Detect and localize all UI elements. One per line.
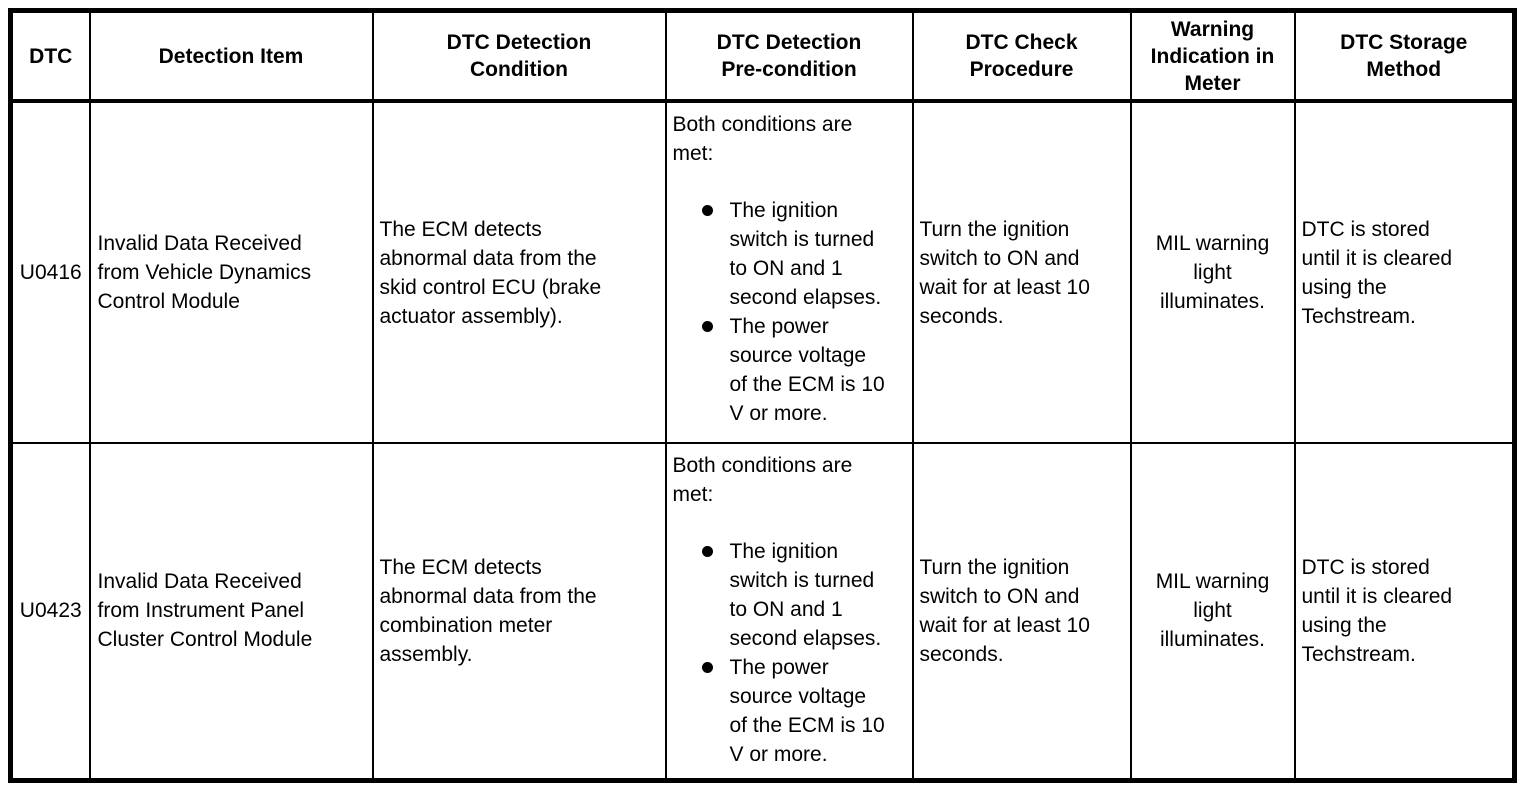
header-label-line: DTC Storage bbox=[1340, 31, 1468, 54]
storage-method-text: DTC is stored until it is cleared using … bbox=[1301, 555, 1453, 666]
pre-condition-list: The ignition switch is turned to ON and … bbox=[673, 196, 908, 428]
header-label-line: Detection Item bbox=[158, 44, 304, 68]
warning-indication-cell: MIL warning light illuminates. bbox=[1129, 442, 1296, 781]
header-label-line: DTC bbox=[29, 44, 73, 68]
detection-condition-cell: The ECM detects abnormal data from the c… bbox=[371, 442, 667, 781]
dtc-table: DTC Detection Item DTC Detection Conditi… bbox=[8, 8, 1517, 783]
check-procedure-text: Turn the ignition switch to ON and wait … bbox=[919, 217, 1090, 328]
list-item: The ignition switch is turned to ON and … bbox=[701, 537, 888, 653]
header-label-line: DTC Check bbox=[965, 31, 1078, 54]
header-label-line: Procedure bbox=[969, 58, 1074, 81]
header-label-line: Condition bbox=[470, 58, 568, 81]
header-label-line: Pre-condition bbox=[721, 58, 857, 81]
bullet-icon bbox=[701, 321, 713, 332]
pre-condition-bullet-text: The ignition switch is turned to ON and … bbox=[729, 540, 882, 650]
pre-condition-cell: Both conditions are met: The ignition sw… bbox=[664, 100, 914, 444]
warning-indication-cell: MIL warning light illuminates. bbox=[1129, 100, 1296, 444]
dtc-code: U0423 bbox=[19, 599, 82, 623]
check-procedure-cell: Turn the ignition switch to ON and wait … bbox=[911, 100, 1132, 444]
bullet-icon bbox=[701, 662, 713, 673]
header-label-line: DTC Detection bbox=[446, 31, 592, 54]
check-procedure-text: Turn the ignition switch to ON and wait … bbox=[919, 555, 1090, 666]
dtc-code-cell: U0423 bbox=[9, 442, 91, 781]
list-item: The power source voltage of the ECM is 1… bbox=[701, 653, 888, 769]
header-label-line: Warning bbox=[1170, 17, 1255, 41]
warning-indication-text: MIL warning light illuminates. bbox=[1155, 570, 1270, 652]
bullet-icon bbox=[701, 205, 713, 216]
list-item: The power source voltage of the ECM is 1… bbox=[701, 312, 888, 428]
storage-method-text: DTC is stored until it is cleared using … bbox=[1301, 217, 1453, 328]
detection-item-text: Invalid Data Received from Instrument Pa… bbox=[97, 570, 313, 652]
table-row-u0423: U0423 Invalid Data Received from Instrum… bbox=[9, 442, 1516, 781]
header-label-line: Meter bbox=[1184, 71, 1241, 95]
pre-condition-list: The ignition switch is turned to ON and … bbox=[673, 537, 908, 769]
list-item: The ignition switch is turned to ON and … bbox=[701, 196, 888, 312]
header-detection-item: Detection Item bbox=[88, 9, 374, 103]
header-row: DTC Detection Item DTC Detection Conditi… bbox=[9, 9, 1516, 103]
header-warning-indication-in-meter: Warning Indication in Meter bbox=[1129, 9, 1296, 103]
pre-condition-bullet-text: The power source voltage of the ECM is 1… bbox=[729, 656, 885, 766]
header-label-line: Method bbox=[1366, 58, 1442, 81]
pre-condition-bullet-text: The power source voltage of the ECM is 1… bbox=[729, 315, 885, 425]
pre-condition-intro: Both conditions are met: bbox=[672, 113, 853, 165]
header-dtc-check-procedure: DTC Check Procedure bbox=[911, 9, 1132, 103]
pre-condition-bullet-text: The ignition switch is turned to ON and … bbox=[729, 199, 882, 309]
pre-condition-intro: Both conditions are met: bbox=[672, 454, 853, 506]
detection-item-cell: Invalid Data Received from Vehicle Dynam… bbox=[88, 100, 374, 444]
detection-condition-text: The ECM detects abnormal data from the c… bbox=[379, 555, 597, 666]
detection-item-cell: Invalid Data Received from Instrument Pa… bbox=[88, 442, 374, 781]
dtc-code: U0416 bbox=[19, 261, 82, 284]
dtc-code-cell: U0416 bbox=[9, 100, 91, 444]
storage-method-cell: DTC is stored until it is cleared using … bbox=[1293, 100, 1516, 444]
pre-condition-cell: Both conditions are met: The ignition sw… bbox=[664, 442, 914, 781]
header-dtc-detection-pre-condition: DTC Detection Pre-condition bbox=[664, 9, 914, 103]
header-dtc-detection-condition: DTC Detection Condition bbox=[371, 9, 667, 103]
detection-condition-text: The ECM detects abnormal data from the s… bbox=[379, 217, 602, 328]
detection-item-text: Invalid Data Received from Vehicle Dynam… bbox=[97, 232, 312, 313]
warning-indication-text: MIL warning light illuminates. bbox=[1155, 232, 1270, 313]
storage-method-cell: DTC is stored until it is cleared using … bbox=[1293, 442, 1516, 781]
bullet-icon bbox=[701, 546, 713, 557]
header-label-line: DTC Detection bbox=[716, 31, 862, 54]
detection-condition-cell: The ECM detects abnormal data from the s… bbox=[371, 100, 667, 444]
check-procedure-cell: Turn the ignition switch to ON and wait … bbox=[911, 442, 1132, 781]
header-label-line: Indication in bbox=[1150, 44, 1275, 68]
header-dtc: DTC bbox=[9, 9, 91, 103]
header-dtc-storage-method: DTC Storage Method bbox=[1293, 9, 1516, 103]
table-row-u0416: U0416 Invalid Data Received from Vehicle… bbox=[9, 100, 1516, 444]
